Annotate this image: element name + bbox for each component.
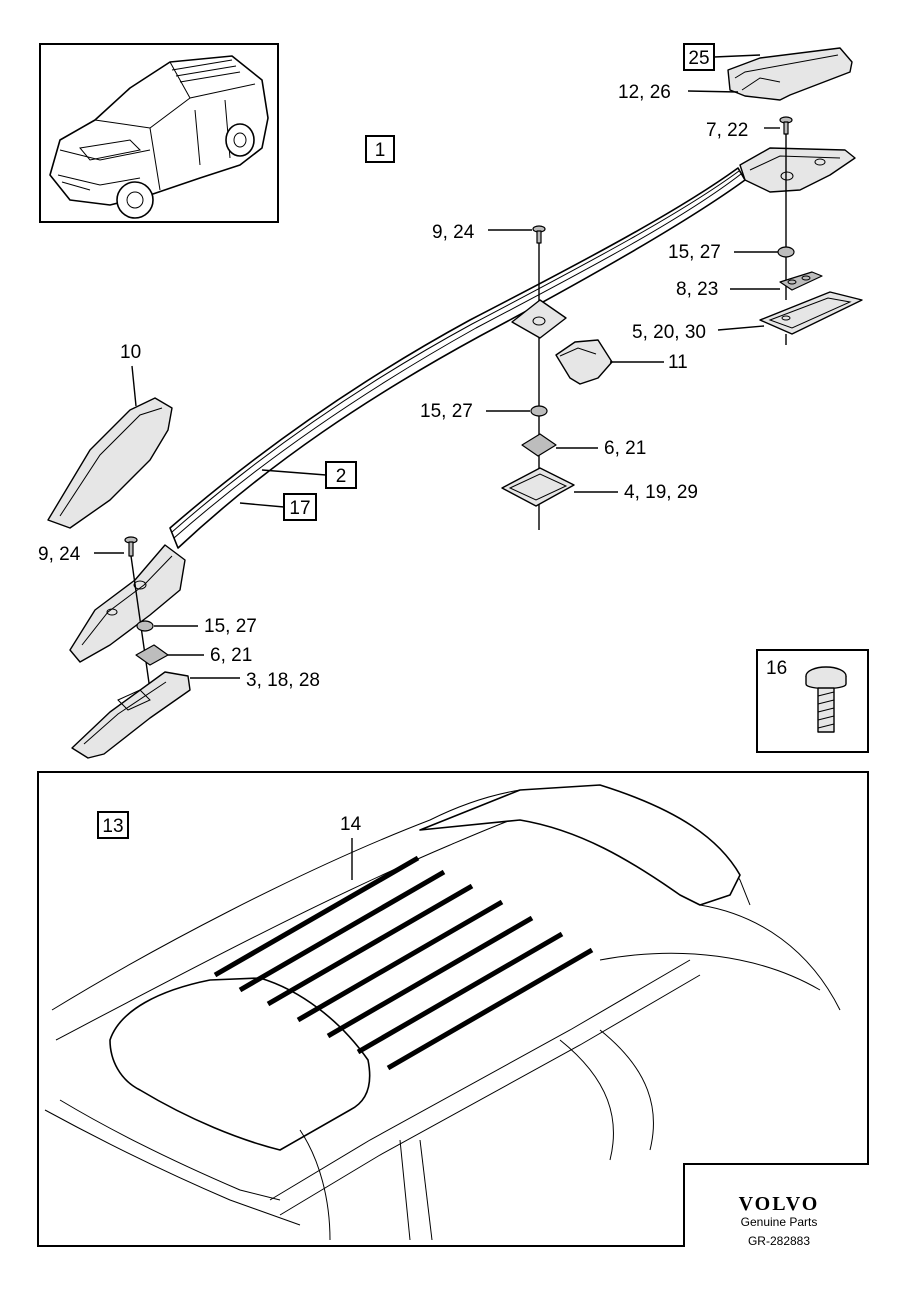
pad-6-21-left — [135, 644, 169, 666]
callout-15-27-mid: 15, 27 — [420, 401, 473, 422]
callout-14: 14 — [340, 814, 362, 835]
front-end-cap-10 — [47, 397, 173, 529]
label-box-17: 17 — [283, 493, 317, 521]
label-13: 13 — [102, 816, 123, 837]
washer-15-27-right — [777, 246, 795, 258]
vehicle-overview-inset — [39, 43, 279, 223]
callout-6-21-mid: 6, 21 — [604, 438, 646, 459]
roof-rail — [169, 167, 746, 549]
callout-9-24-left: 9, 24 — [38, 544, 81, 565]
roof-strip-view: 13 14 — [37, 771, 869, 1247]
callout-10: 10 — [120, 342, 141, 363]
bolt-16-inset: 16 — [756, 649, 869, 753]
middle-rail-foot — [511, 299, 567, 339]
suv-illustration — [49, 55, 269, 219]
base-3-18-28 — [71, 671, 191, 759]
callout-16: 16 — [766, 658, 787, 679]
plate-8-23 — [779, 271, 823, 291]
screw-9-24-top — [532, 225, 546, 244]
label-2: 2 — [336, 466, 347, 487]
callout-8-23: 8, 23 — [676, 279, 718, 300]
pad-6-21-mid — [521, 433, 557, 457]
front-rail-bracket — [69, 544, 186, 663]
screw-7-22 — [779, 116, 793, 135]
tagline: Genuine Parts — [741, 1215, 818, 1229]
label-box-25: 25 — [683, 43, 715, 71]
bolt-16 — [805, 666, 847, 733]
label-1: 1 — [375, 140, 386, 161]
callout-5-20-30: 5, 20, 30 — [632, 322, 706, 343]
washer-15-27-left — [136, 620, 154, 632]
rear-rail-bracket — [739, 147, 856, 193]
callout-12-26: 12, 26 — [618, 82, 671, 103]
callout-15-27-right: 15, 27 — [668, 242, 721, 263]
label-17: 17 — [289, 498, 310, 519]
reference-number: GR-282883 — [748, 1234, 810, 1248]
roof-illustration — [44, 784, 841, 1241]
base-4-19-29 — [501, 467, 575, 507]
rear-wheel — [225, 123, 255, 157]
callout-7-22: 7, 22 — [706, 120, 748, 141]
rear-end-cap-part — [727, 47, 853, 101]
callout-4-19-29: 4, 19, 29 — [624, 482, 698, 503]
callout-6-21-left: 6, 21 — [210, 645, 252, 666]
base-5-20-30 — [759, 291, 863, 335]
label-box-1: 1 — [365, 135, 395, 163]
callout-9-24-top: 9, 24 — [432, 222, 475, 243]
label-box-2: 2 — [325, 461, 357, 489]
bolt-inset-frame — [756, 649, 869, 753]
footer: VOLVO Genuine Parts GR-282883 — [739, 1193, 820, 1248]
screw-9-24-left — [124, 536, 138, 557]
brand-logo: VOLVO — [739, 1193, 820, 1215]
roof-moulding-strips — [213, 855, 594, 1071]
washer-15-27-mid — [530, 405, 548, 417]
rear-roof-panel — [419, 784, 741, 906]
sunroof-panel — [109, 977, 371, 1151]
callout-11: 11 — [668, 352, 688, 373]
label-25: 25 — [688, 48, 709, 69]
label-box-13: 13 — [97, 811, 129, 839]
cover-11 — [555, 339, 613, 385]
callout-3-18-28: 3, 18, 28 — [246, 670, 320, 691]
front-wheel — [116, 181, 154, 219]
callout-15-27-left: 15, 27 — [204, 616, 257, 637]
